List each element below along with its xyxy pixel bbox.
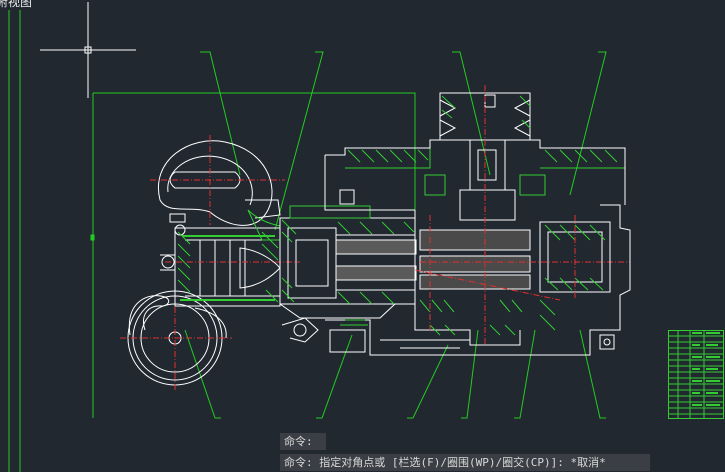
leader-lines-top bbox=[200, 51, 607, 231]
crosshair-cursor-icon bbox=[40, 2, 136, 98]
leader-lines-bottom bbox=[184, 329, 606, 419]
viewport-label[interactable]: 俯视图 bbox=[0, 0, 33, 9]
intake-housing bbox=[158, 140, 281, 226]
crankcase-hatch bbox=[340, 224, 606, 336]
intake-centerlines bbox=[150, 135, 285, 225]
title-block-table[interactable] bbox=[668, 330, 725, 420]
pulley-centerlines bbox=[120, 285, 232, 392]
valve-head bbox=[160, 213, 281, 307]
crankcase-centerlines bbox=[429, 215, 576, 330]
layout-frame bbox=[8, 10, 21, 472]
drive-centerline bbox=[414, 85, 630, 345]
piston-rods bbox=[335, 229, 531, 290]
command-history-line: 命令: bbox=[280, 433, 326, 450]
command-prompt-input[interactable]: 命令: 指定对角点或 [栏选(F)/圈围(WP)/圈交(CP)]: *取消* bbox=[280, 454, 650, 471]
cylinder-hatch bbox=[281, 205, 415, 305]
valve-hatch bbox=[177, 209, 281, 303]
